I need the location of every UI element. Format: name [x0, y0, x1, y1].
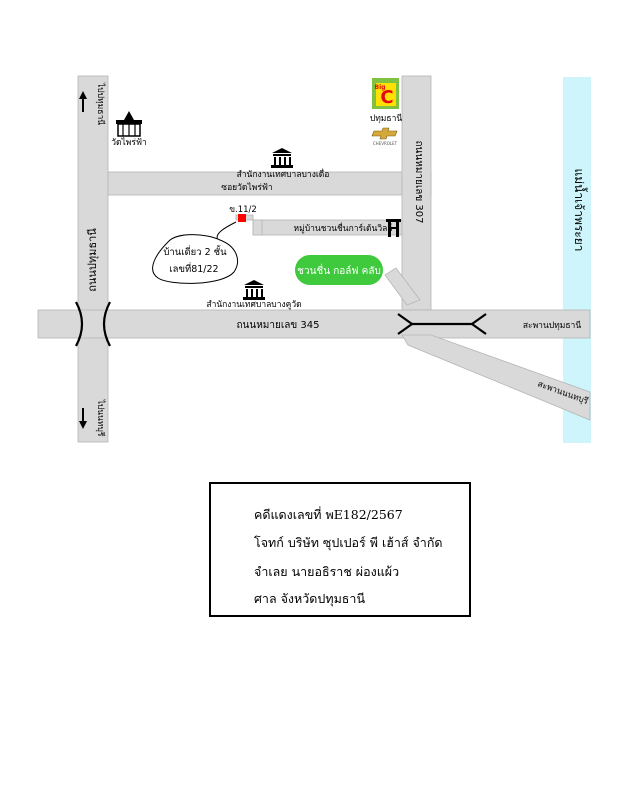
house-marker — [238, 214, 246, 222]
temple-label: วัดไพร่ฟ้า — [111, 137, 147, 148]
golf-club-label: ชวนชื่น กอล์ฟ คลับ — [297, 263, 381, 277]
highway-345-label: ถนนหมายเลข 345 — [236, 320, 319, 331]
interchange-east-right — [470, 313, 487, 335]
golf-club-badge — [295, 255, 383, 285]
to-pathum-label: ไปปทุมธานี — [95, 82, 106, 125]
pathumthani-road-label: ถนนปทุมธานี — [86, 228, 99, 292]
court: ศาล จังหวัดปทุมธานี — [254, 591, 365, 606]
arrow-up-icon — [79, 91, 87, 112]
road-highway-345 — [37, 309, 591, 339]
village-label: หมู่บ้านชวนชื่นการ์เด้นวิลล์ — [293, 222, 392, 234]
alley-marker-label: ข.11/2 — [229, 205, 257, 215]
building-icon — [243, 280, 265, 300]
svg-text:CHEVROLET: CHEVROLET — [373, 141, 398, 146]
building-icon — [271, 148, 293, 168]
soi-label: ซอยวัดไพร่ฟ้า — [221, 182, 272, 193]
interchange-right-curve — [102, 301, 111, 347]
river-label: แม่น้ำเจ้าพระยา — [572, 168, 588, 251]
bigc-logo: C Big — [372, 78, 399, 109]
road-pathumthani — [77, 75, 109, 443]
defendant: จำเลย นายอธิราช ผ่องแผ้ว — [254, 564, 400, 579]
case-number: คดีแดงเลขที่ พE182/2567 — [254, 507, 403, 522]
svg-text:Big: Big — [375, 84, 386, 91]
highway-307-label: ถนนหมายเลข 307 — [413, 140, 424, 223]
temple-icon — [116, 111, 142, 137]
municipality-bangkhuwat-label: สำนักงานเทศบาลบางคูวัด — [206, 300, 301, 310]
bridge-pathum-label: สะพานปทุมธานี — [523, 320, 582, 331]
callout-bubble — [152, 234, 238, 284]
chevrolet-logo-icon: CHEVROLET — [371, 127, 398, 146]
location-map: วัดไพร่ฟ้า สำนักงานเทศบาลบางเดื่อ ซอยวัด… — [37, 75, 591, 443]
case-info-box: คดีแดงเลขที่ พE182/2567 โจทก์ บริษัท ซุป… — [209, 482, 471, 617]
plaintiff: โจทก์ บริษัท ซุปเปอร์ พี เฮ้าส์ จำกัด — [254, 535, 443, 550]
arrow-down-icon — [79, 408, 87, 429]
river — [563, 77, 591, 443]
gate-icon — [386, 219, 401, 237]
municipality-bangduea-label: สำนักงานเทศบาลบางเดื่อ — [237, 168, 330, 180]
callout-line1: บ้านเดี่ยว 2 ชั้น — [163, 245, 227, 258]
callout-line2: เลขที่81/22 — [169, 262, 218, 275]
interchange-left-curve — [75, 301, 84, 347]
to-nonthaburi-label: ไปนนทบุรี — [95, 399, 106, 437]
svg-text:C: C — [380, 87, 393, 108]
road-to-nonthaburi-bridge — [401, 334, 591, 421]
bigc-branch-label: ปทุมธานี — [370, 113, 403, 124]
road-highway-307 — [401, 75, 432, 311]
road-golf-connector — [384, 267, 421, 306]
